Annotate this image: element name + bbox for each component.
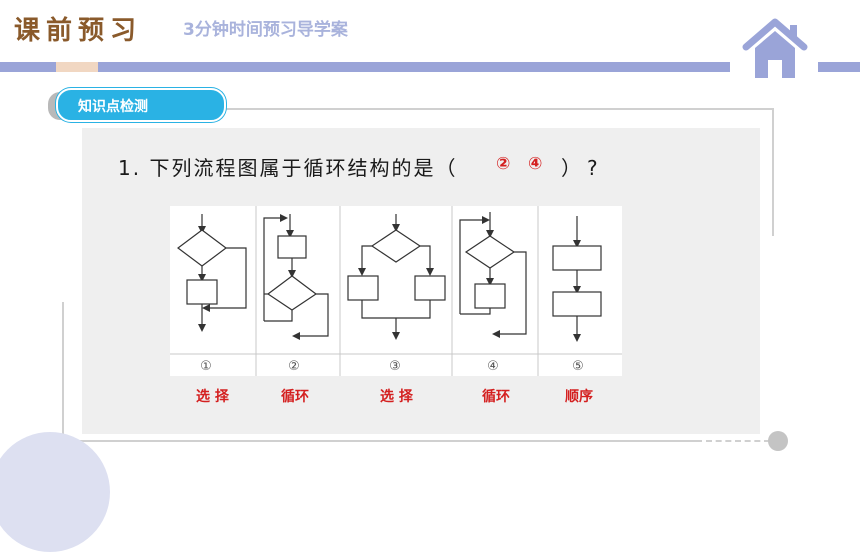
caption-3: 选 择 (380, 389, 413, 405)
flowchart-5 (552, 216, 602, 342)
section-pill-label: 知识点检测 (78, 99, 148, 115)
diagram-label-4: ④ (487, 359, 499, 374)
answer-2: ④ (528, 154, 543, 174)
diagram-label-5: ⑤ (572, 359, 584, 374)
header-bar-right (818, 62, 860, 72)
flowchart-diagram: ① ② ③ ④ ⑤ (170, 206, 622, 376)
flowchart-2 (263, 214, 329, 340)
caption-1: 选 择 (196, 389, 229, 405)
section-pill: 知识点检测 (56, 88, 226, 122)
header-bar-left (0, 62, 56, 72)
header-bar-main (98, 62, 730, 72)
diagram-label-2: ② (288, 359, 300, 374)
frame-end-dot (768, 431, 788, 451)
frame-line-left (62, 302, 64, 442)
frame-line-top (200, 108, 774, 110)
diagram-label-1: ① (200, 359, 212, 374)
flowchart-4 (459, 212, 527, 338)
header-title: 课前预习 (14, 16, 143, 46)
caption-5: 顺序 (565, 389, 593, 405)
flowchart-1 (177, 214, 247, 332)
flowchart-3 (347, 214, 446, 340)
diagram-label-3: ③ (389, 359, 401, 374)
header-bar-accent (56, 62, 98, 72)
header-subtitle: 3分钟时间预习导学案 (183, 20, 348, 40)
answer-1: ② (496, 154, 511, 174)
decor-circle (0, 432, 110, 552)
question-text: 1. 下列流程图属于循环结构的是（ (118, 156, 458, 180)
frame-line-dashed (706, 440, 770, 442)
frame-line-right (772, 108, 774, 236)
home-icon[interactable] (742, 16, 808, 82)
caption-2: 循环 (281, 389, 309, 405)
frame-line-bottom (62, 440, 702, 442)
caption-4: 循环 (482, 389, 510, 405)
question-closing: ）? (561, 156, 604, 180)
